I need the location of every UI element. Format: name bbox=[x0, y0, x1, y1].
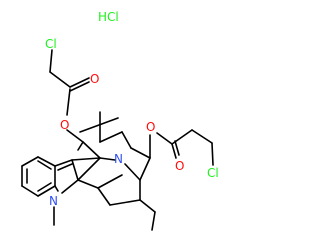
bond bbox=[66, 88, 71, 116]
bond bbox=[139, 199, 156, 213]
bond bbox=[124, 163, 141, 181]
bond bbox=[37, 156, 56, 167]
carbonyl-oxygen-top: O bbox=[90, 72, 99, 86]
bond bbox=[109, 199, 141, 206]
bond bbox=[174, 140, 180, 156]
carbonyl-oxygen-right: O bbox=[175, 159, 184, 173]
indole-nitrogen: N bbox=[49, 194, 58, 208]
bond bbox=[71, 159, 79, 181]
bond bbox=[61, 179, 79, 194]
ethyl-bond bbox=[151, 211, 156, 231]
bond bbox=[77, 141, 84, 151]
cage-skeleton bbox=[71, 111, 156, 231]
benzene-ring bbox=[21, 156, 56, 197]
bond bbox=[211, 142, 214, 166]
chloroacetate-ester-top bbox=[49, 49, 90, 143]
bond bbox=[99, 131, 123, 143]
bond bbox=[139, 157, 151, 181]
ester-oxygen-right: O bbox=[146, 120, 155, 134]
bond bbox=[49, 49, 53, 73]
bond bbox=[66, 129, 84, 143]
bond bbox=[97, 187, 111, 206]
bond bbox=[69, 81, 90, 92]
bond bbox=[77, 157, 101, 181]
bond bbox=[191, 129, 213, 144]
bond bbox=[21, 185, 39, 197]
molecule-canvas: HCl bbox=[21, 10, 219, 231]
bond bbox=[121, 131, 132, 149]
bond bbox=[49, 71, 71, 88]
bond bbox=[54, 185, 59, 192]
chlorine-atom-top: Cl bbox=[45, 37, 57, 51]
bond bbox=[171, 129, 193, 145]
bond bbox=[54, 159, 73, 167]
bridgehead-nitrogen: N bbox=[114, 152, 123, 166]
hcl-label: HCl bbox=[98, 10, 119, 24]
ester-oxygen-top: O bbox=[60, 118, 69, 132]
bond bbox=[156, 132, 173, 145]
bond bbox=[37, 185, 56, 197]
bond bbox=[37, 182, 52, 192]
chlorine-atom-right: Cl bbox=[207, 166, 219, 180]
bond bbox=[71, 157, 101, 161]
indole-pyrrole-ring bbox=[53, 159, 79, 226]
bond bbox=[77, 179, 99, 189]
bond bbox=[37, 160, 52, 170]
bond bbox=[79, 117, 119, 133]
bond bbox=[171, 143, 177, 159]
chemical-structure-diagram: HCl bbox=[21, 10, 219, 231]
bond bbox=[69, 77, 90, 88]
bond bbox=[21, 156, 39, 167]
chloroacetate-ester-right bbox=[149, 129, 214, 166]
bond bbox=[97, 174, 123, 189]
bond bbox=[99, 157, 116, 161]
bond bbox=[57, 163, 73, 171]
bond bbox=[82, 141, 101, 159]
bond bbox=[130, 147, 151, 159]
